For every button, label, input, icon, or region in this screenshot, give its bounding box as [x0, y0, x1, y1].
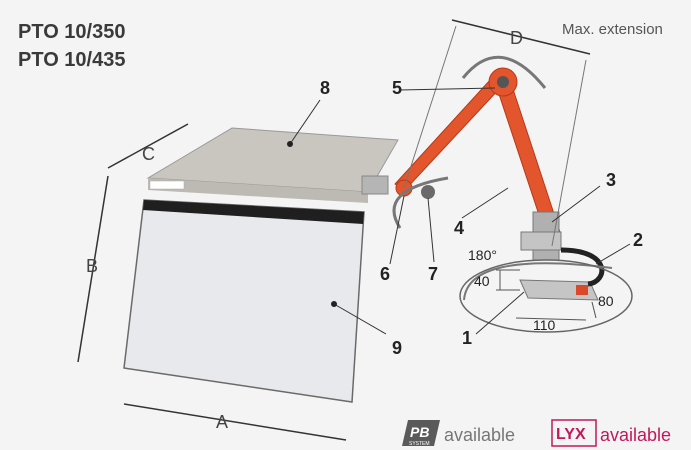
top-joint-bolt	[497, 76, 509, 88]
leader-6	[389, 195, 405, 265]
part-number-3: 3	[606, 170, 616, 190]
column-clamp	[520, 231, 562, 251]
part-number-7: 7	[428, 264, 438, 284]
title-line-1: PTO 10/350	[18, 21, 125, 43]
dim-line-b	[77, 175, 109, 363]
lower-arm	[394, 79, 501, 191]
dim-label-d: D	[510, 28, 523, 48]
lyx-available-text: available	[600, 425, 671, 445]
part-number-1: 1	[462, 328, 472, 348]
pb-logo-text: PB	[410, 424, 429, 440]
depth-dim-line	[591, 301, 597, 319]
part-number-8: 8	[320, 78, 330, 98]
plate-knob	[421, 185, 435, 199]
dim-label-c: C	[142, 144, 155, 164]
dim-label-b: B	[86, 256, 98, 276]
pb-system-badge: PB SYSTEM available	[402, 420, 515, 447]
top-plate	[146, 127, 399, 193]
lyx-logo-frame	[551, 419, 597, 447]
leader-5	[399, 87, 496, 91]
title-line-2: PTO 10/435	[18, 49, 125, 71]
dim-d-ext-right	[551, 59, 587, 247]
max-extension-note: Max. extension	[562, 21, 663, 38]
part-number-9: 9	[392, 338, 402, 358]
leader-7	[427, 197, 435, 263]
leader-3	[551, 185, 601, 223]
dim-line-c	[107, 123, 189, 169]
dot-9	[331, 301, 337, 307]
dot-8	[287, 141, 293, 147]
plate-clamp	[361, 175, 389, 195]
pb-available-text: available	[444, 425, 515, 445]
leader-4	[461, 187, 509, 219]
rotation-ellipse	[459, 259, 633, 333]
lyx-badge: LYX available	[551, 419, 671, 447]
dim-line-d	[451, 19, 591, 55]
base-red-marker	[576, 285, 588, 295]
leader-8	[289, 99, 321, 145]
base-depth-label: 80	[598, 293, 614, 309]
pb-logo-subtext: SYSTEM	[409, 441, 430, 447]
leader-9	[333, 303, 387, 335]
dim-label-a: A	[216, 412, 228, 432]
rotation-arrow-plate	[392, 176, 449, 229]
width-dim-line	[515, 317, 587, 321]
top-plate-front	[148, 178, 368, 203]
part-number-5: 5	[392, 78, 402, 98]
part-number-2: 2	[633, 230, 643, 250]
pb-logo-shape	[402, 420, 440, 446]
base-height-label: 40	[474, 273, 490, 289]
panel-label-sticker	[149, 180, 185, 190]
screen-top-strip	[143, 200, 364, 224]
base-angle-label: 180°	[468, 247, 497, 263]
part-number-4: 4	[454, 218, 464, 238]
leader-2	[595, 243, 631, 265]
rotation-arrow-base	[463, 262, 613, 301]
dim-d-ext-left	[403, 25, 457, 189]
lyx-logo-text: LYX	[556, 426, 586, 443]
screen-panel	[123, 199, 365, 403]
leader-1	[475, 291, 525, 335]
base-width-label: 110	[533, 317, 556, 333]
dim-line-a	[123, 403, 347, 441]
part-number-6: 6	[380, 264, 390, 284]
rotation-arrow-top	[461, 55, 547, 89]
